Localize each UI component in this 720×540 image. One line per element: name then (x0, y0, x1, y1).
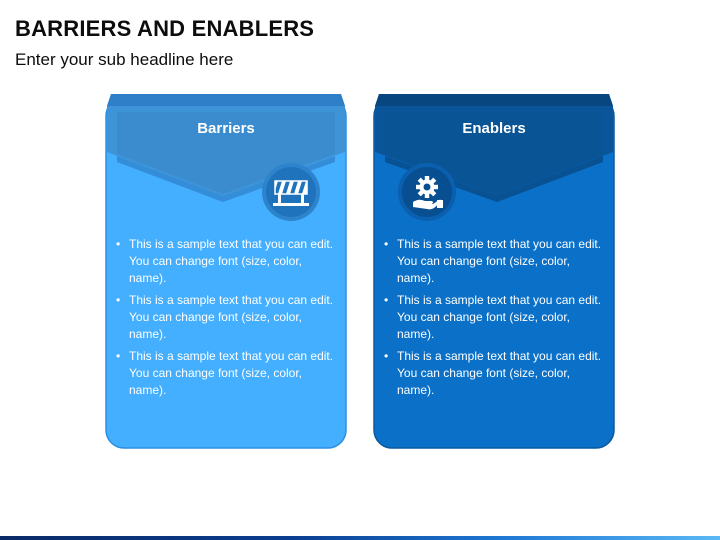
barriers-card: Barriers •This is a sample text that you… (105, 92, 347, 450)
enablers-title: Enablers (462, 120, 526, 137)
barrier-icon (261, 162, 321, 222)
enablers-bullet-list: •This is a sample text that you can edit… (381, 236, 607, 404)
list-item: •This is a sample text that you can edit… (384, 349, 602, 397)
enablers-card: Enablers •T (373, 92, 615, 450)
page-title: BARRIERS AND ENABLERS (15, 16, 315, 41)
list-item: •This is a sample text that you can edit… (116, 349, 334, 397)
list-item: •This is a sample text that you can edit… (116, 237, 334, 285)
list-item: •This is a sample text that you can edit… (116, 293, 334, 341)
page-subtitle: Enter your sub headline here (15, 50, 234, 69)
footer-accent-bar (0, 536, 720, 540)
gear-hand-icon (397, 162, 457, 222)
list-item: •This is a sample text that you can edit… (384, 237, 602, 285)
barriers-bullet-list: •This is a sample text that you can edit… (113, 236, 339, 404)
barriers-title: Barriers (197, 120, 255, 137)
enablers-card-shape (373, 94, 615, 449)
list-item: •This is a sample text that you can edit… (384, 293, 602, 341)
